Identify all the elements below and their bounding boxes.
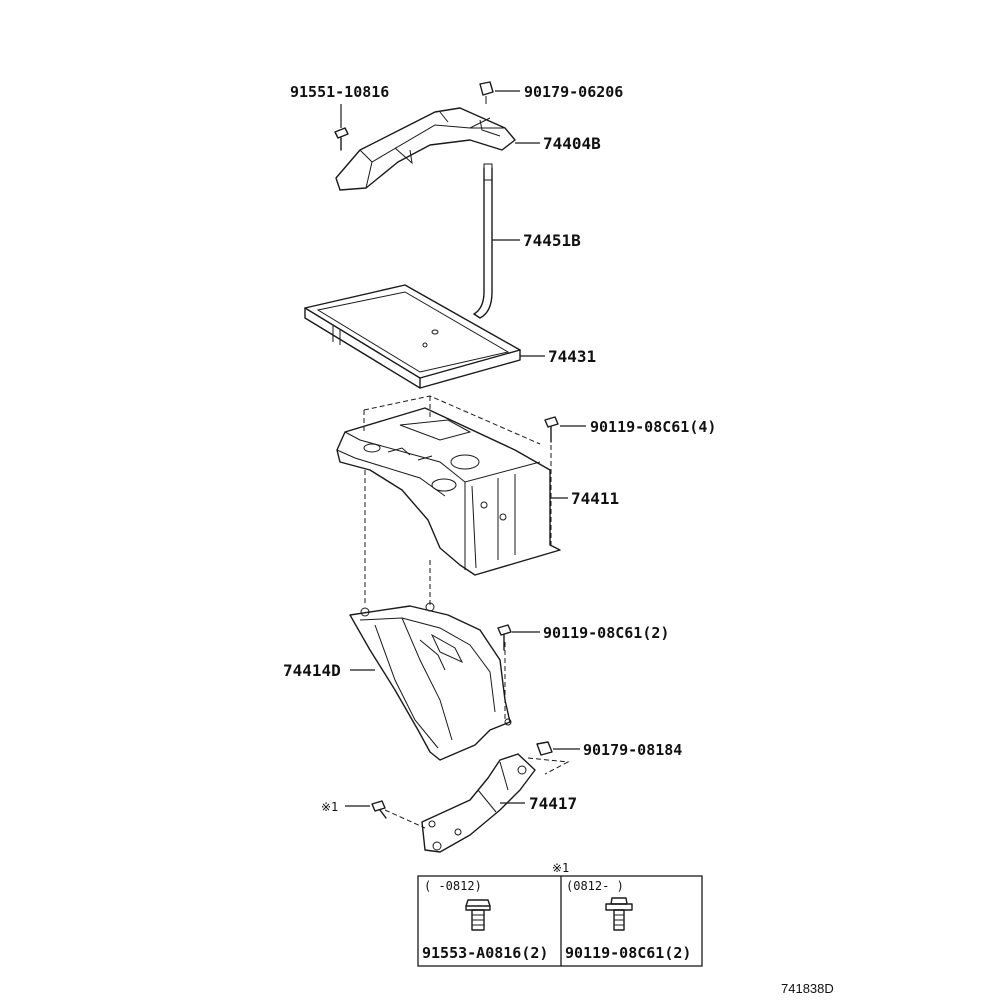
label-note-mark: ※1 (321, 800, 338, 814)
nut-90179-06206-icon (479, 81, 494, 104)
label-74411: 74411 (571, 489, 619, 508)
label-74414D: 74414D (283, 661, 341, 680)
label-74431: 74431 (548, 347, 596, 366)
inset-left-part: 91553-A0816(2) (422, 944, 548, 962)
bolt-91551-10816-icon (334, 127, 349, 151)
inset-right-range: (0812- ) (566, 879, 624, 893)
nut-90179-08184-icon (536, 741, 553, 756)
stay-74417 (421, 753, 536, 853)
battery-clamp-74404B (335, 107, 516, 191)
battery-carrier-74411 (336, 407, 561, 576)
label-90179-06206: 90179-06206 (524, 83, 623, 101)
leader-lines (340, 90, 586, 807)
label-90119-08C61-2: 90119-08C61(2) (543, 624, 669, 642)
label-74417: 74417 (529, 794, 577, 813)
inset-left-range: ( -0812) (424, 879, 482, 893)
hold-down-rod-74451B (473, 163, 493, 319)
label-74451B: 74451B (523, 231, 581, 250)
bolt-90119-08C61-icon (544, 416, 559, 443)
label-90119-08C61-4: 90119-08C61(4) (590, 418, 716, 436)
drawing-code: 741838D (781, 981, 834, 996)
flange-bolt-icon (465, 899, 491, 931)
bolt-note1-icon (371, 800, 387, 819)
assembly-dashed-lines (363, 395, 570, 829)
bolt-90119-08C61-2-icon (497, 624, 512, 651)
inset-title: ※1 (552, 861, 569, 875)
battery-tray-74431 (304, 284, 521, 389)
inset-table: ※1 ( -0812) 91553-A0816(2) (0812- ) 9011… (417, 861, 703, 967)
washer-bolt-icon (605, 897, 633, 931)
inset-right-part: 90119-08C61(2) (565, 944, 691, 962)
label-91551-10816: 91551-10816 (290, 83, 389, 101)
label-74404B: 74404B (543, 134, 601, 153)
lower-bracket-74414D (349, 602, 512, 761)
label-90179-08184: 90179-08184 (583, 741, 682, 759)
